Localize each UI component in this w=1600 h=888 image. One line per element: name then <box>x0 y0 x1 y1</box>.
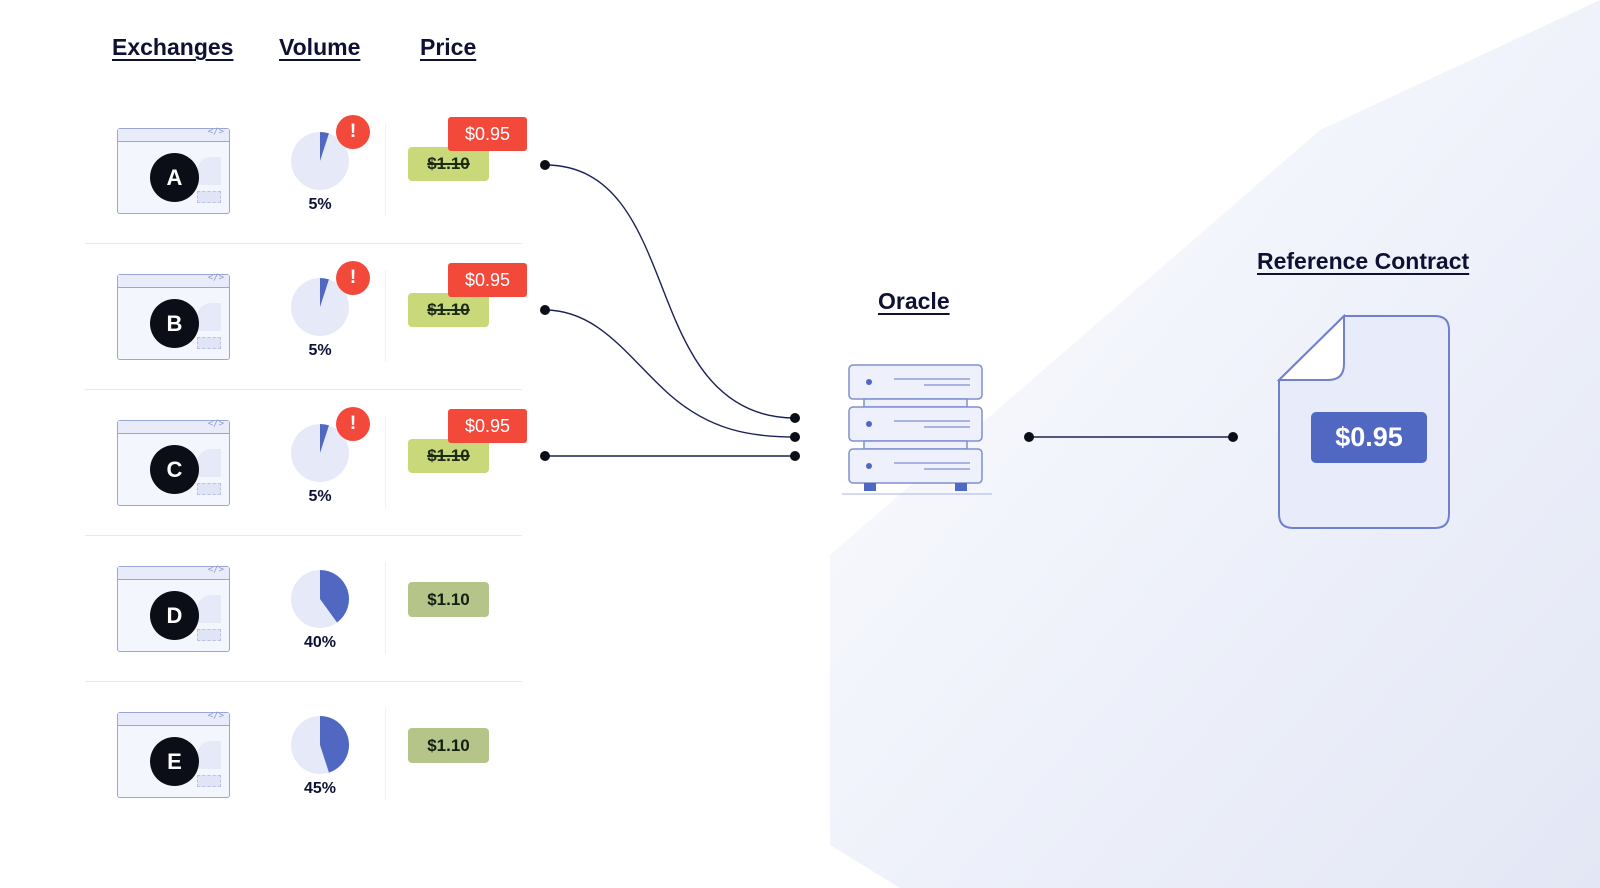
pie-slice <box>320 424 329 453</box>
volume-pie-chart <box>291 132 349 190</box>
price-tag: $1.10 <box>408 728 489 763</box>
connector-a-start-dot <box>540 160 550 170</box>
volume-percent-label: 40% <box>303 634 337 651</box>
connector-a-end-dot <box>790 413 800 423</box>
old-price-tag: $1.10 <box>408 439 489 473</box>
volume-pie-chart <box>291 570 350 628</box>
exclamation-icon: ! <box>336 407 370 441</box>
column-divider <box>385 562 386 654</box>
connector-b-end-dot <box>790 432 800 442</box>
exclamation-icon: ! <box>336 115 370 149</box>
volume-pie-chart <box>291 424 349 482</box>
volume-percent-label: 5% <box>308 196 332 213</box>
pie-slice <box>320 132 329 161</box>
row-divider <box>85 535 522 536</box>
row-divider <box>85 389 522 390</box>
volume-percent-label: 5% <box>308 488 332 505</box>
server-stack-icon <box>842 364 992 495</box>
new-price-tag: $0.95 <box>448 263 527 297</box>
exchange-letter-badge: E <box>150 737 199 786</box>
connector-b <box>544 309 796 438</box>
price-tag: $1.10 <box>408 582 489 617</box>
volume-pie-chart <box>291 716 349 774</box>
exchanges-header: Exchanges <box>112 34 234 60</box>
oracle-header: Oracle <box>878 288 950 314</box>
connector-b-start-dot <box>540 305 550 315</box>
contract-line-end-dot <box>1228 432 1238 442</box>
exchange-letter-badge: A <box>150 153 199 202</box>
volume-pie-chart <box>291 278 349 336</box>
price-header: Price <box>420 34 477 60</box>
pie-slice <box>320 570 350 623</box>
exchange-letter-badge: B <box>150 299 199 348</box>
connector-c-start-dot <box>540 451 550 461</box>
new-price-tag: $0.95 <box>448 117 527 151</box>
connector-c-end-dot <box>790 451 800 461</box>
column-divider <box>385 270 386 362</box>
exclamation-icon: ! <box>336 261 370 295</box>
connector-a <box>544 164 796 419</box>
pie-slice <box>320 716 349 773</box>
column-divider <box>385 708 386 800</box>
new-price-tag: $0.95 <box>448 409 527 443</box>
column-divider <box>385 124 386 216</box>
row-divider <box>85 243 522 244</box>
exchange-letter-badge: D <box>150 591 199 640</box>
volume-percent-label: 5% <box>308 342 332 359</box>
exchange-letter-badge: C <box>150 445 199 494</box>
oracle-line-start-dot <box>1024 432 1034 442</box>
reference-price-badge: $0.95 <box>1311 412 1427 463</box>
old-price-tag: $1.10 <box>408 147 489 181</box>
old-price-tag: $1.10 <box>408 293 489 327</box>
row-divider <box>85 681 522 682</box>
column-divider <box>385 416 386 508</box>
volume-header: Volume <box>279 34 361 60</box>
volume-percent-label: 45% <box>303 780 337 797</box>
reference-contract-header: Reference Contract <box>1257 248 1470 274</box>
pie-slice <box>320 278 329 307</box>
